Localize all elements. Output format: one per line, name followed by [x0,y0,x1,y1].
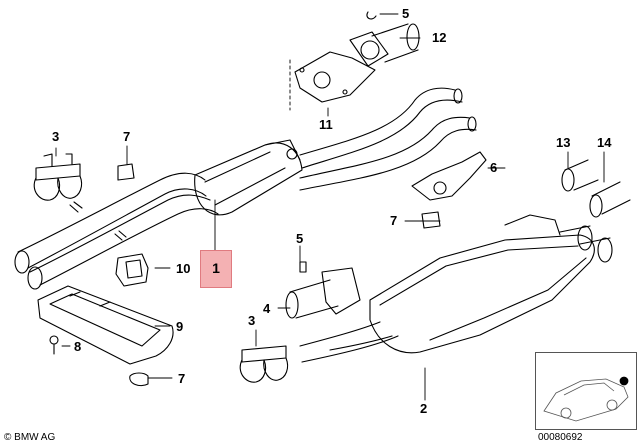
copyright-label: © BMW AG [4,432,56,443]
callout-12: 12 [432,30,447,45]
leader-lines [55,13,605,401]
center-silencer-part [194,139,303,216]
callout-7-lower: 7 [178,371,186,386]
callout-5-lower: 5 [296,231,304,246]
callout-8: 8 [74,339,82,354]
heat-shield-part [37,285,174,365]
rear-bracket-part [411,151,487,201]
vehicle-locator-inset [535,352,637,430]
flange-bracket-part [294,11,420,103]
bolt-part [49,335,59,355]
callout-7-upper: 7 [123,129,131,144]
car-outline-icon [543,376,629,422]
rubber-mount-part [117,163,441,387]
callout-6: 6 [490,160,498,175]
callout-3-lower: 3 [248,313,256,328]
callout-10: 10 [176,261,191,276]
callout-14: 14 [597,135,612,150]
callout-9: 9 [176,319,184,334]
rear-silencer-part [299,214,613,363]
drawing-number: 00080692 [538,432,583,443]
hanger-mount-part [115,253,149,287]
clamp-part-lower [239,345,289,383]
highlighted-part-number: 1 [212,260,220,276]
clamp-part [33,153,83,201]
callout-7-right: 7 [390,213,398,228]
callout-13: 13 [556,135,571,150]
connecting-pipe-part [285,261,361,319]
callout-3-upper: 3 [52,129,60,144]
highlighted-part-marker: 1 [200,250,232,288]
callout-2: 2 [420,401,428,416]
callout-5-upper: 5 [402,6,410,21]
callout-4: 4 [263,301,271,316]
callout-11: 11 [319,117,333,132]
intermediate-pipe-part [299,87,477,191]
tailpipe-tip-part [561,159,631,218]
